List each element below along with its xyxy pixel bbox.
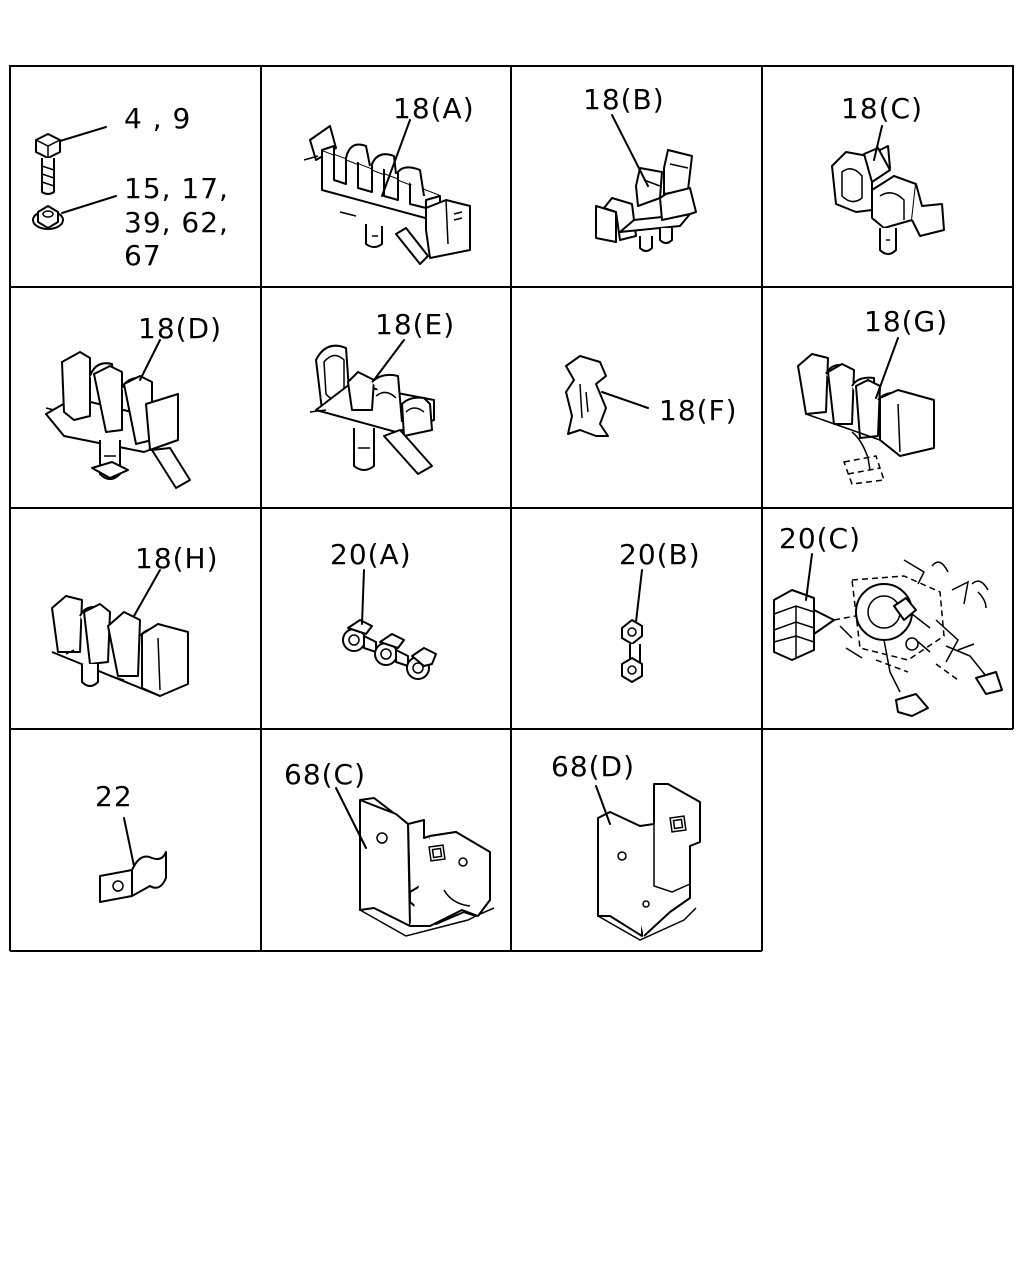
three-way-pipe-clip-icon <box>309 344 435 475</box>
part-number-18h: 18(H) <box>135 542 219 575</box>
four-way-pipe-clip-icon <box>303 125 471 265</box>
three-way-pipe-clip-icon <box>45 351 191 489</box>
pedal-assembly-icon <box>833 559 1003 717</box>
part-number-22: 22 <box>95 780 133 813</box>
part-number-18g: 18(G) <box>864 305 948 338</box>
part-number-20a: 20(A) <box>330 538 412 571</box>
cell-bolt-nut: 4 , 9 15, 17, 39, 62, 67 <box>32 102 229 272</box>
part-number-18a: 18(A) <box>393 92 475 125</box>
cell-18f: 18(F) <box>565 355 738 437</box>
three-way-pipe-holder-icon <box>773 589 835 661</box>
part-number-20c: 20(C) <box>779 522 861 555</box>
cell-68d: 68(D) <box>551 750 701 941</box>
u-bracket-icon <box>597 783 701 941</box>
flange-nut-icon <box>32 205 64 230</box>
three-way-pipe-holder-icon <box>342 619 437 680</box>
cell-18b: 18(B) <box>583 83 697 252</box>
cell-18e: 18(E) <box>309 308 455 475</box>
u-bracket-icon <box>359 797 495 937</box>
four-way-pipe-clip-icon <box>797 353 935 485</box>
two-way-pipe-holder-icon <box>621 619 643 683</box>
cell-18g: 18(G) <box>797 305 948 485</box>
cell-18h: 18(H) <box>51 542 219 697</box>
four-way-pipe-clip-icon <box>51 595 189 697</box>
cell-20a: 20(A) <box>330 538 437 680</box>
part-number-18e: 18(E) <box>375 308 455 341</box>
part-number-20b: 20(B) <box>619 538 701 571</box>
part-number-67: 67 <box>124 239 162 272</box>
double-pipe-clip-icon <box>595 149 697 252</box>
pipe-bracket-icon <box>99 851 167 903</box>
part-number-39-62: 39, 62, <box>124 206 229 239</box>
bolt-icon <box>35 133 61 195</box>
cell-22: 22 <box>95 780 167 903</box>
part-number-18d: 18(D) <box>138 312 222 345</box>
part-number-18c: 18(C) <box>841 92 923 125</box>
part-number-15-17: 15, 17, <box>124 172 229 205</box>
cell-20b: 20(B) <box>619 538 701 683</box>
part-number-68d: 68(D) <box>551 750 635 783</box>
cell-20c: 20(C) <box>773 522 1003 717</box>
parts-grid <box>9 65 1014 952</box>
cell-68c: 68(C) <box>284 758 495 937</box>
spring-clip-icon <box>565 355 609 437</box>
cell-18d: 18(D) <box>45 312 222 489</box>
cell-18c: 18(C) <box>831 92 945 255</box>
cell-18a: 18(A) <box>303 92 475 265</box>
part-number-4-9: 4 , 9 <box>124 102 191 135</box>
part-number-68c: 68(C) <box>284 758 366 791</box>
double-pipe-clip-icon <box>831 145 945 255</box>
part-number-18b: 18(B) <box>583 83 665 116</box>
part-number-18f: 18(F) <box>659 394 738 427</box>
